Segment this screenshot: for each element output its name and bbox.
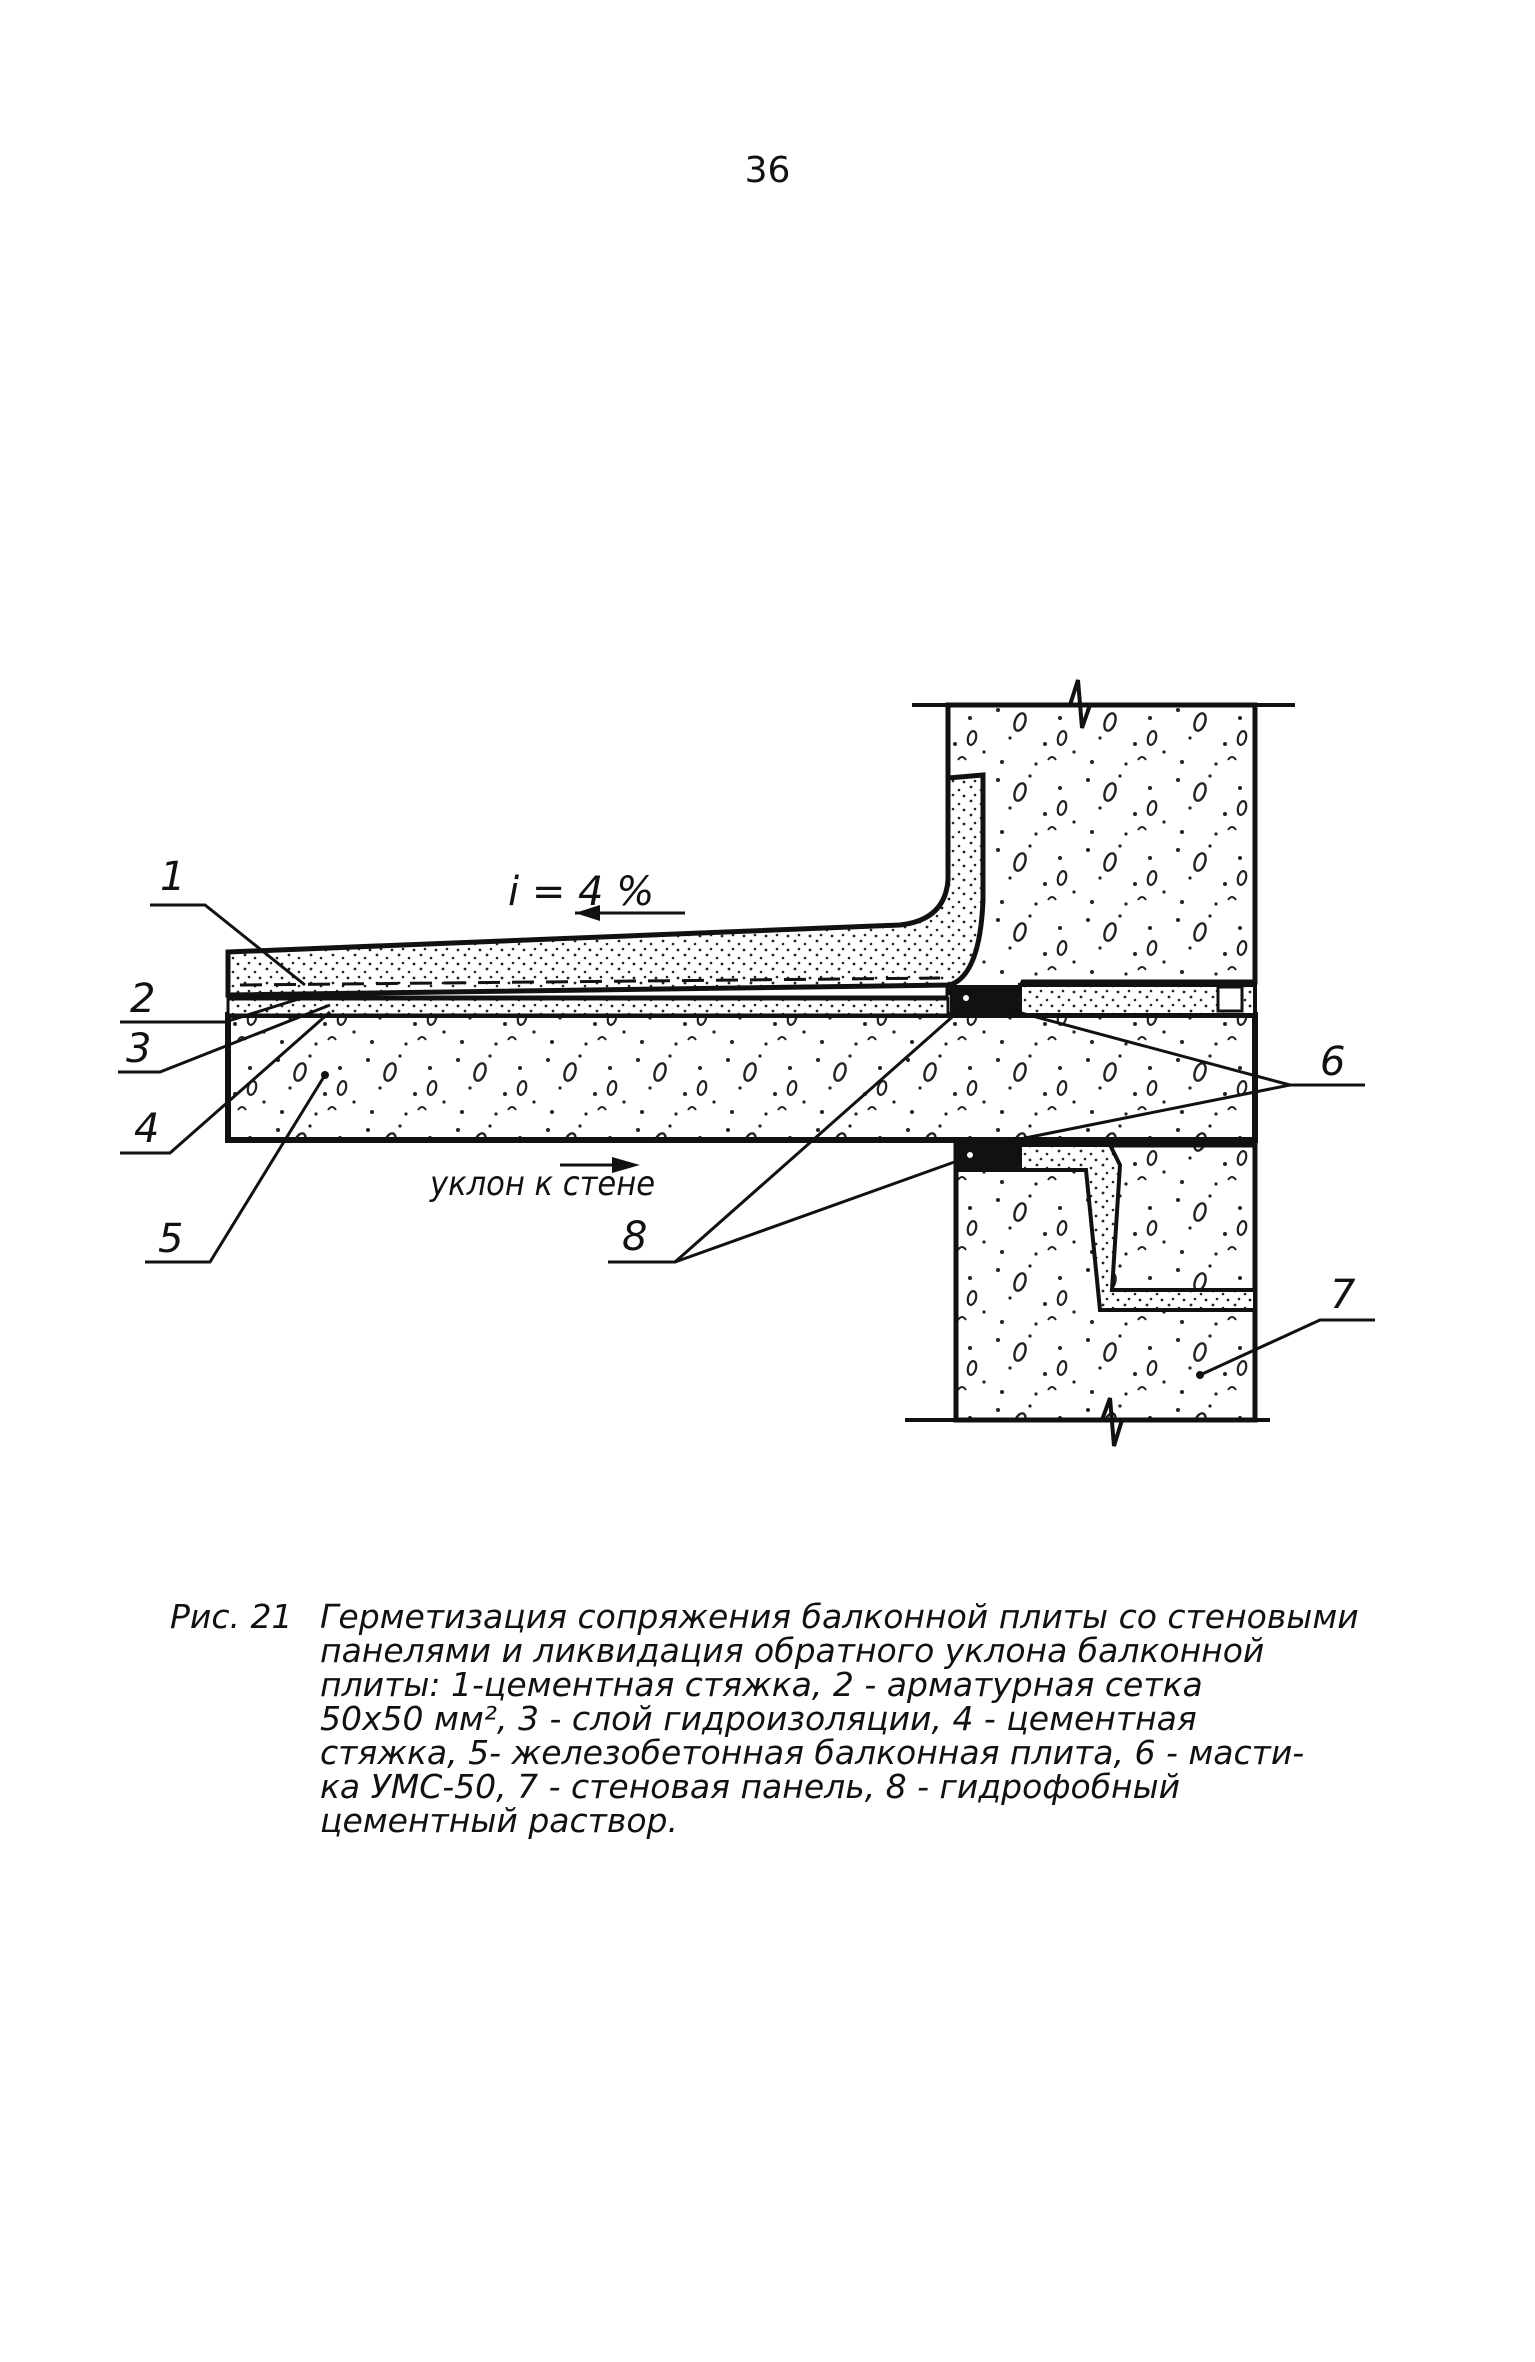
caption-line-6: ка УМС-50, 7 - стеновая панель, 8 - гидр…: [320, 1767, 1181, 1806]
balcony-slab: [225, 1012, 1258, 1143]
screed-layer-4: [226, 996, 950, 1017]
lower-joint-cement-layer: [1018, 1143, 1257, 1312]
break-mark-top: [912, 679, 1295, 729]
callout-8: 8: [622, 1214, 647, 1260]
caption-line-1: Герметизация сопряжения балконной плиты …: [320, 1597, 1359, 1636]
callout-5: 5: [158, 1216, 183, 1262]
caption-line-5: стяжка, 5- железобетонная балконная плит…: [320, 1733, 1305, 1772]
cement-screed-1: [225, 772, 986, 998]
callout-3: 3: [126, 1026, 151, 1072]
mastic-seal-bottom: [956, 1140, 1018, 1172]
wall-panel-upper: [945, 702, 1258, 996]
wall-mastic-small: [1216, 985, 1244, 1013]
reinforcing-mesh-2: [239, 976, 941, 987]
caption-line-4: 50х50 мм², 3 - слой гидроизоляции, 4 - ц…: [320, 1699, 1197, 1738]
mastic-seal-top: [950, 985, 1018, 1015]
figure-caption: Рис. 21 Герметизация сопряжения балконно…: [170, 1600, 1410, 1838]
callout-1: 1: [160, 854, 185, 900]
page-number: 36: [744, 150, 791, 191]
slope-note: i = 4 %: [508, 869, 654, 915]
caption-line-3: плиты: 1-цементная стяжка, 2 - арматурна…: [320, 1665, 1203, 1704]
break-mark-bottom: [905, 1397, 1270, 1447]
callout-leaders: [118, 903, 1375, 1377]
callout-4: 4: [134, 1106, 159, 1152]
caption-line-2: панелями и ликвидация обратного уклона б…: [320, 1631, 1265, 1670]
figure-label: Рис. 21: [170, 1597, 293, 1636]
callout-7: 7: [1330, 1272, 1356, 1318]
wall-screed-strip: [1018, 983, 1257, 1017]
caption-line-7: цементный раствор.: [320, 1801, 678, 1840]
callout-2: 2: [130, 976, 155, 1022]
callout-6: 6: [1320, 1039, 1345, 1085]
